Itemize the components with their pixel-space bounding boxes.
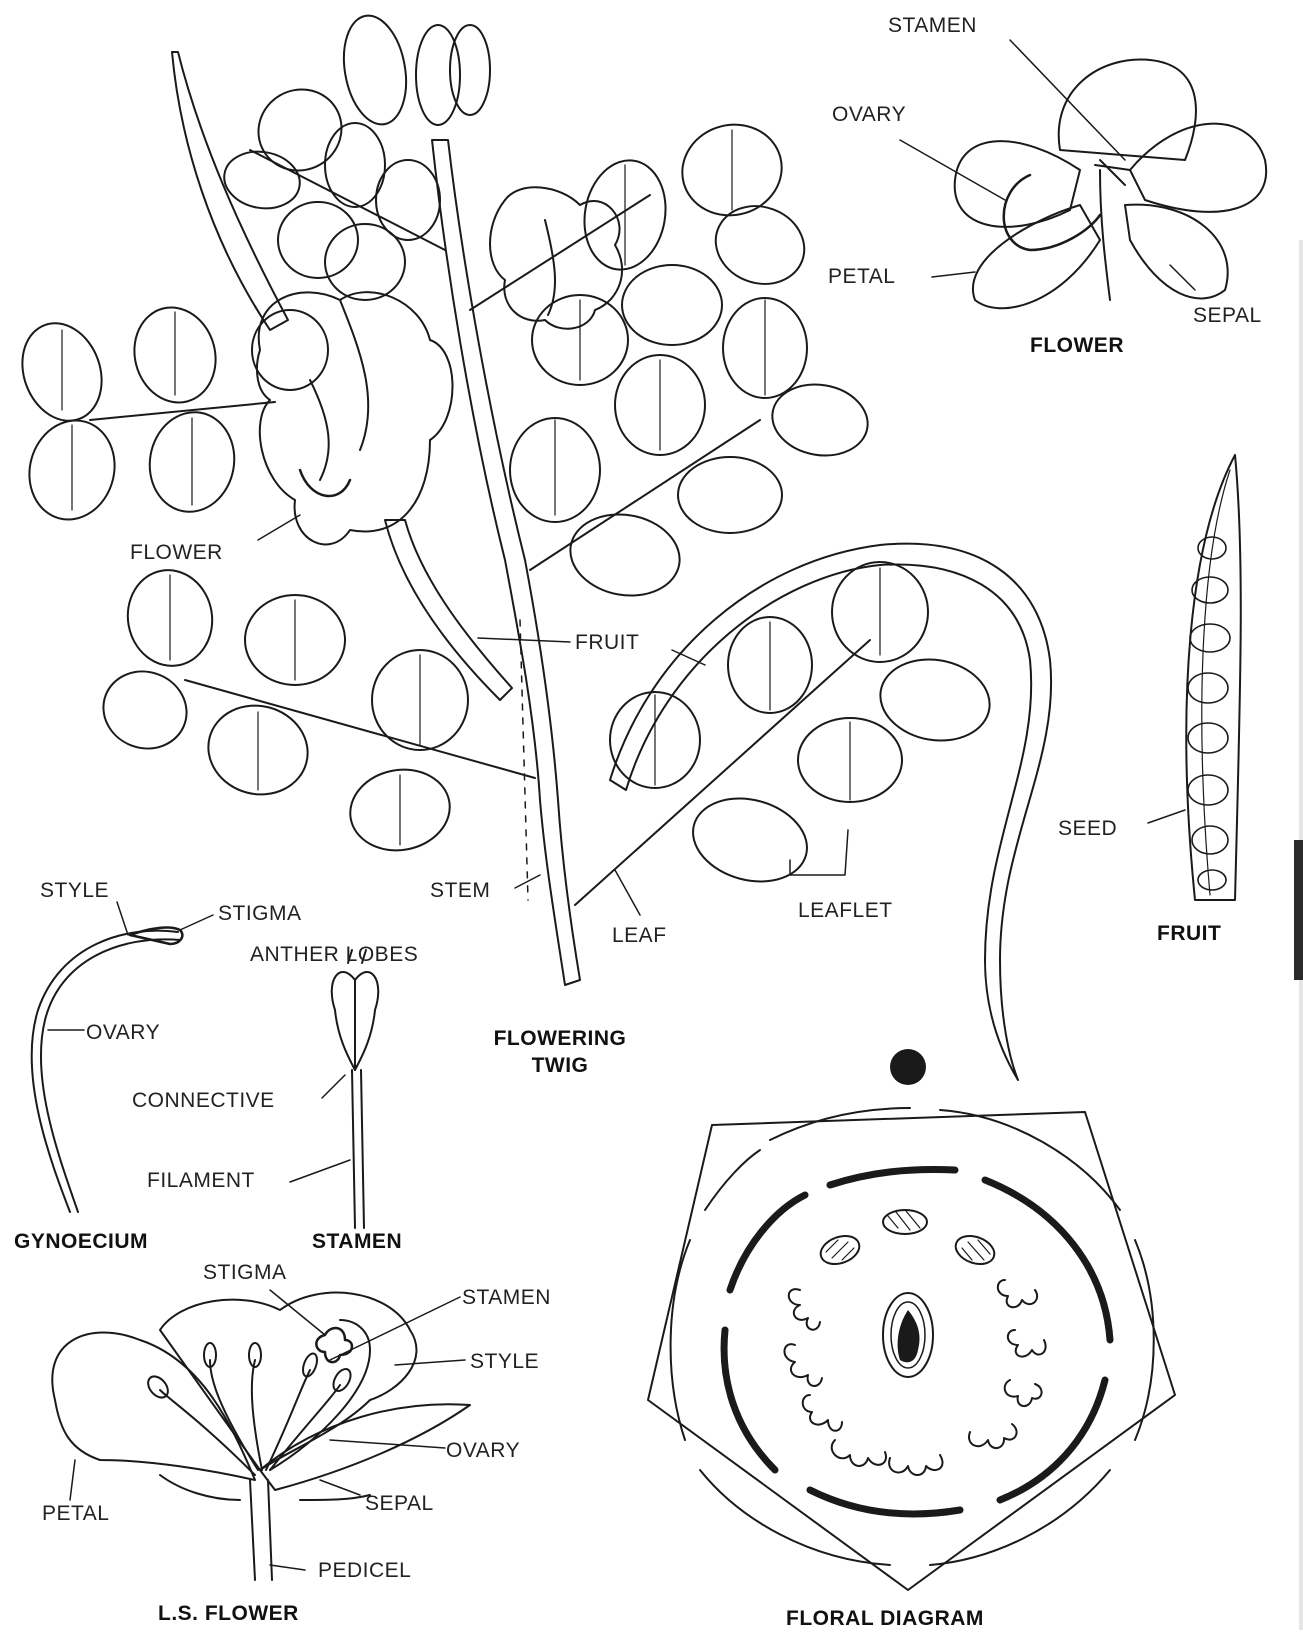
caption-flowering-twig: FLOWERING TWIG xyxy=(475,1025,645,1080)
ls-flower-drawing xyxy=(52,1293,470,1580)
label-anther-lobes: ANTHER LOBES xyxy=(250,944,418,965)
label-ovary-ls: OVARY xyxy=(446,1440,520,1461)
label-stamen-flower: STAMEN xyxy=(888,15,977,36)
seeds xyxy=(1188,537,1230,890)
rachis-mid xyxy=(530,420,760,570)
label-stigma-gynoecium: STIGMA xyxy=(218,903,302,924)
caption-fruit: FRUIT xyxy=(1157,920,1221,947)
stamens-fd xyxy=(784,1280,1045,1475)
rachis-lower-right xyxy=(575,640,870,905)
label-sepal-flower: SEPAL xyxy=(1193,305,1262,326)
label-ovary-gynoecium: OVARY xyxy=(86,1022,160,1043)
rachis-left-lower xyxy=(185,680,535,778)
label-petal-flower: PETAL xyxy=(828,266,895,287)
ovary-section xyxy=(883,1293,933,1377)
caption-flower: FLOWER xyxy=(1030,332,1124,359)
label-ovary-flower: OVARY xyxy=(832,104,906,125)
label-pedicel-ls: PEDICEL xyxy=(318,1560,411,1581)
label-flower-twig: FLOWER xyxy=(130,542,223,563)
label-filament: FILAMENT xyxy=(147,1170,255,1191)
main-stem xyxy=(432,140,580,985)
label-connective: CONNECTIVE xyxy=(132,1090,275,1111)
rachis-left-upper xyxy=(90,402,275,420)
stamen-drawing xyxy=(332,950,378,1228)
label-petal-ls: PETAL xyxy=(42,1503,109,1524)
twig-flower-left xyxy=(257,292,452,544)
floral-diagram-drawing xyxy=(648,1049,1175,1590)
label-stamen-ls: STAMEN xyxy=(462,1287,551,1308)
label-style-ls: STYLE xyxy=(470,1351,539,1372)
fruit-pod-right xyxy=(1186,455,1240,900)
label-seed: SEED xyxy=(1058,818,1117,839)
twig-fruit-pod-lower xyxy=(385,520,512,700)
leaflets xyxy=(9,11,996,894)
label-leaf: LEAF xyxy=(612,925,667,946)
caption-ls-flower: L.S. FLOWER xyxy=(158,1600,299,1627)
staminodes xyxy=(817,1210,998,1269)
caption-gynoecium: GYNOECIUM xyxy=(14,1228,148,1255)
label-style-gynoecium: STYLE xyxy=(40,880,109,901)
caption-flowering-twig-line2: TWIG xyxy=(475,1052,645,1079)
label-fruit-twig: FRUIT xyxy=(575,632,639,653)
caption-stamen: STAMEN xyxy=(312,1228,402,1255)
label-stigma-ls: STIGMA xyxy=(203,1262,287,1283)
label-stem: STEM xyxy=(430,880,490,901)
label-sepal-ls: SEPAL xyxy=(365,1493,434,1514)
twig-fruit-curved xyxy=(610,544,1051,1080)
flower-top-right xyxy=(955,60,1266,309)
label-leaflet: LEAFLET xyxy=(798,900,893,921)
caption-floral-diagram: FLORAL DIAGRAM xyxy=(786,1605,984,1632)
mother-axis xyxy=(890,1049,926,1085)
caption-flowering-twig-line1: FLOWERING xyxy=(475,1025,645,1052)
scroll-marker xyxy=(1294,840,1303,980)
twig-flower-right xyxy=(490,187,622,328)
